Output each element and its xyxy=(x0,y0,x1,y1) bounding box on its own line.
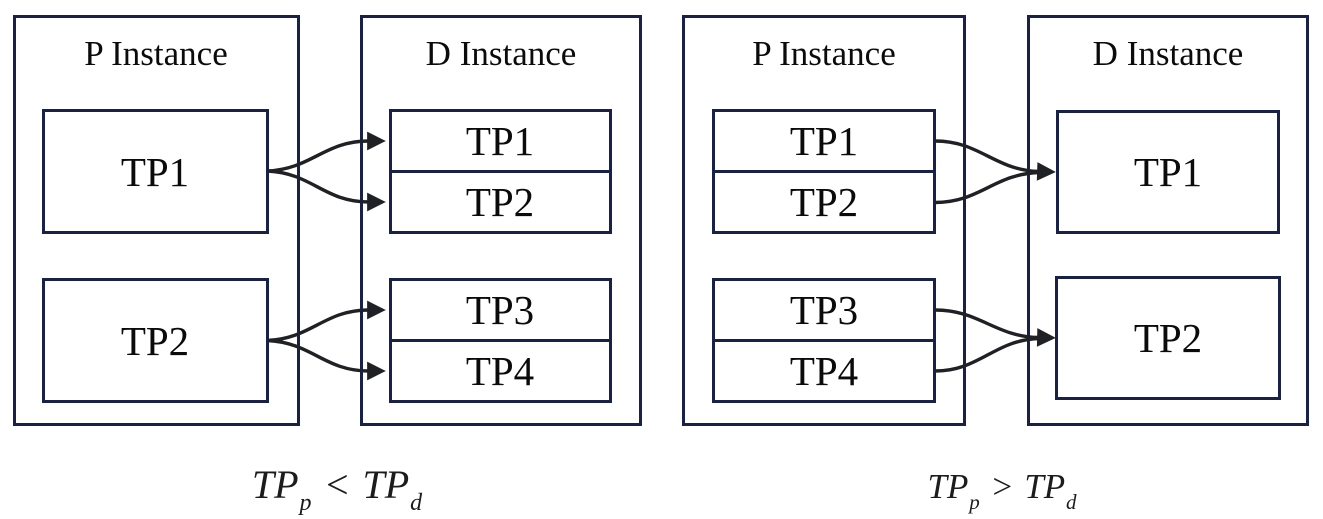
right-p-partition-box xyxy=(712,170,936,234)
right-p-partition-label: TP1 xyxy=(790,118,858,164)
left-d-partition-label: TP4 xyxy=(466,348,534,394)
left-d-partition-box xyxy=(389,170,612,234)
arrow-merge-lower xyxy=(934,170,1040,205)
left-p-instance-title: P Instance xyxy=(84,34,228,73)
scenario-merge: P Instance TP1 TP2 TP3 TP4 D Instance TP… xyxy=(682,15,1309,426)
caption-tp-p-greater-than-tp-d: TPp>TPd xyxy=(852,467,1152,512)
caption-rhs-subscript: d xyxy=(410,490,423,517)
arrow-merge-lower xyxy=(934,336,1040,373)
caption-lhs-subscript: p xyxy=(969,489,980,514)
left-d-partition-box xyxy=(389,339,612,403)
arrow-split-upper xyxy=(267,131,386,173)
right-p-partition-box xyxy=(712,109,936,173)
arrow-split-lower xyxy=(267,169,386,212)
right-p-partition-label: TP3 xyxy=(790,287,858,333)
right-p-partition-box xyxy=(712,339,936,403)
caption-lhs-subscript: p xyxy=(299,490,312,517)
scenario-split: P Instance TP1 TP2 D Instance TP1 TP2 TP… xyxy=(13,15,642,426)
left-d-partition-label: TP1 xyxy=(466,118,534,164)
right-p-instance-title: P Instance xyxy=(752,34,896,73)
caption-rhs: TP xyxy=(362,462,410,507)
left-p-partition-label: TP1 xyxy=(121,149,189,195)
arrow-merge-upper xyxy=(934,139,1056,181)
caption-lhs: TP xyxy=(251,462,299,507)
caption-rhs-subscript: d xyxy=(1066,489,1077,514)
arrow-split-lower xyxy=(267,338,386,381)
caption-tp-p-less-than-tp-d: TPp<TPd xyxy=(187,462,487,516)
caption-operator: < xyxy=(323,462,351,507)
caption-lhs: TP xyxy=(927,467,969,506)
right-p-partition-box xyxy=(712,278,936,342)
left-d-partition-label: TP2 xyxy=(466,179,534,225)
right-p-partition-label: TP4 xyxy=(790,348,858,394)
caption-operator: > xyxy=(990,467,1014,506)
left-p-partition-box xyxy=(42,109,269,234)
left-p-partition-label: TP2 xyxy=(121,318,189,364)
right-d-partition-box xyxy=(1055,276,1281,400)
right-d-partition-box xyxy=(1056,110,1280,234)
right-d-instance-title: D Instance xyxy=(1093,34,1244,73)
arrow-merge-upper xyxy=(934,308,1056,347)
left-d-instance-title: D Instance xyxy=(426,34,577,73)
right-d-partition-label: TP2 xyxy=(1134,315,1202,361)
right-p-partition-label: TP2 xyxy=(790,179,858,225)
left-p-partition-box xyxy=(42,278,269,403)
right-d-partition-label: TP1 xyxy=(1134,149,1202,195)
left-d-partition-label: TP3 xyxy=(466,287,534,333)
arrow-split-upper xyxy=(267,300,386,343)
caption-rhs: TP xyxy=(1024,467,1066,506)
